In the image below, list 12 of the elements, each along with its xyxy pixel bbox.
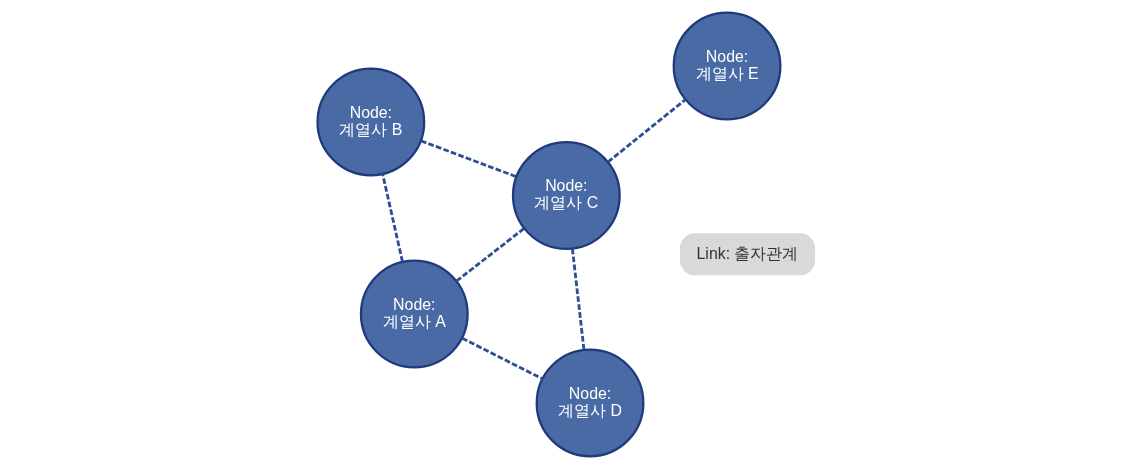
node-circle: Node: 계열사 E [672, 11, 782, 121]
connector [381, 173, 404, 262]
connector [420, 139, 517, 178]
node-circle: Node: 계열사 C [511, 141, 621, 250]
connector [607, 98, 687, 163]
node-circle: Node: 계열사 D [535, 348, 645, 458]
connector [455, 227, 526, 283]
node-circle: Node: 계열사 B [316, 67, 426, 177]
node-box: Link: 출자관계 [680, 233, 816, 276]
connector [461, 337, 544, 381]
node-circle: Node: 계열사 A [359, 259, 469, 369]
connector [571, 248, 586, 350]
